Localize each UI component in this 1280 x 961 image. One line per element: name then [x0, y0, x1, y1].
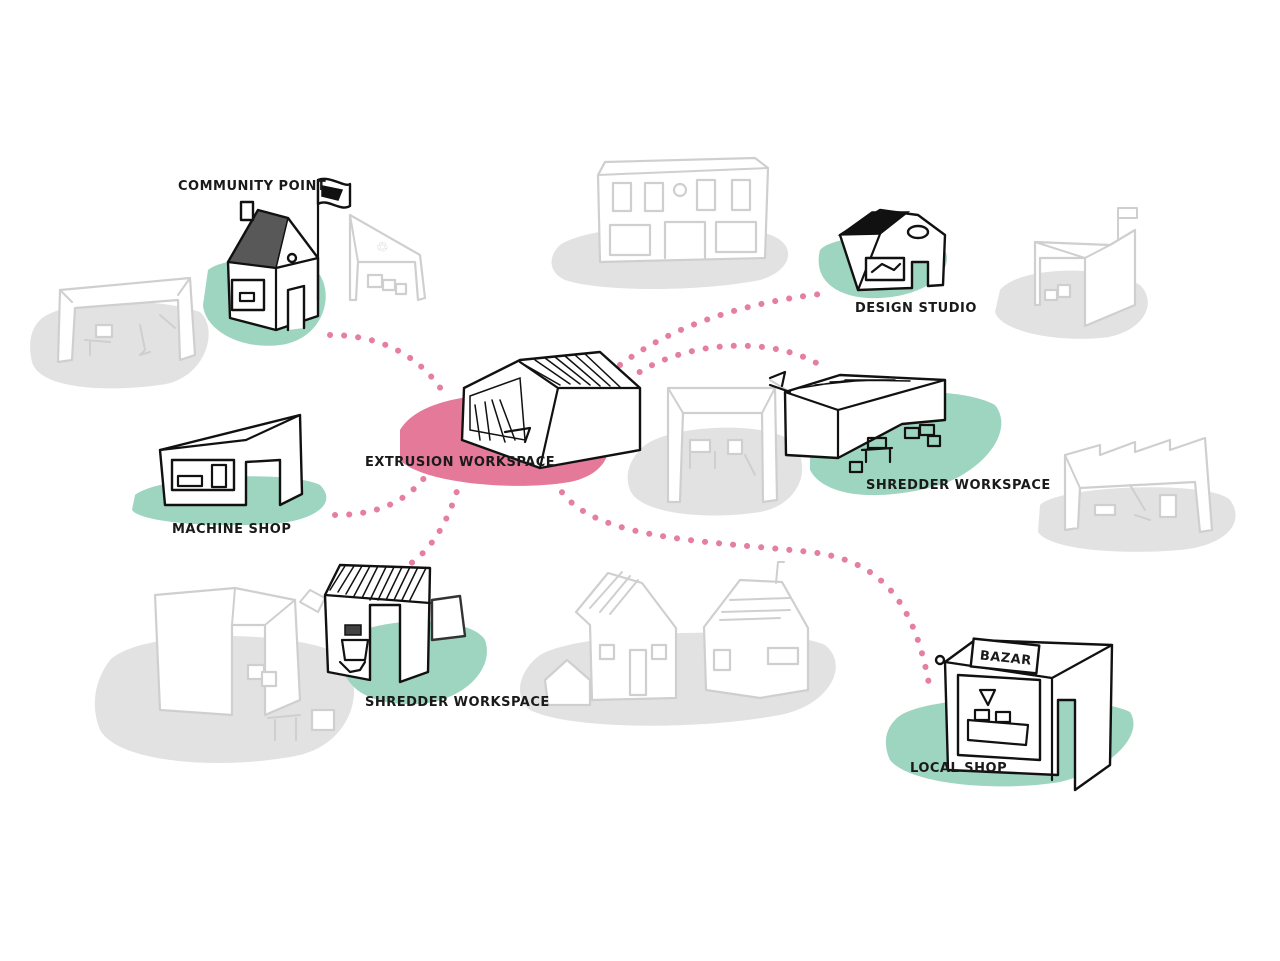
label-community-point: COMMUNITY POINT [178, 179, 326, 194]
path-to-local-shop [552, 477, 933, 693]
label-bazar-sign: BAZAR [979, 648, 1032, 668]
path-to-shredder-right [625, 342, 823, 383]
local-shop-building [934, 637, 1114, 792]
labels: COMMUNITY POINT DESIGN STUDIO EXTRUSION … [172, 179, 1051, 776]
shredder-right-building [768, 370, 947, 474]
path-to-design-studio [617, 290, 833, 368]
label-shredder-workspace-right: SHREDDER WORKSPACE [866, 478, 1051, 493]
ghost-recycle-icon: ♲ [376, 240, 389, 256]
label-local-shop: LOCAL SHOP [910, 761, 1007, 776]
connection-paths [327, 290, 933, 693]
shredder-left-building [323, 563, 467, 684]
blob-factory [1038, 487, 1236, 552]
ghost-houses [543, 561, 810, 707]
label-shredder-workspace-left: SHREDDER WORKSPACE [365, 695, 550, 710]
path-to-community-point [327, 332, 448, 398]
path-to-shredder-left [397, 477, 463, 573]
ghost-buildings: ♲ [56, 156, 1214, 741]
ghost-school [596, 156, 770, 264]
ghost-center-garage [666, 379, 791, 504]
label-machine-shop: MACHINE SHOP [172, 522, 291, 537]
ghost-right-warehouse [1033, 207, 1138, 328]
ghost-bottom-left-warehouse [153, 586, 336, 741]
extrusion-workspace-building [460, 350, 642, 470]
machine-shop-building [158, 413, 304, 507]
design-studio-building [837, 208, 947, 292]
ghost-factory [1063, 436, 1214, 534]
ghost-left-warehouse [56, 276, 197, 364]
label-design-studio: DESIGN STUDIO [855, 301, 977, 316]
label-extrusion-workspace: EXTRUSION WORKSPACE [365, 455, 555, 470]
path-to-machine-shop [332, 467, 433, 518]
ghost-small-shed: ♲ [348, 213, 427, 302]
community-point-building [226, 177, 352, 332]
